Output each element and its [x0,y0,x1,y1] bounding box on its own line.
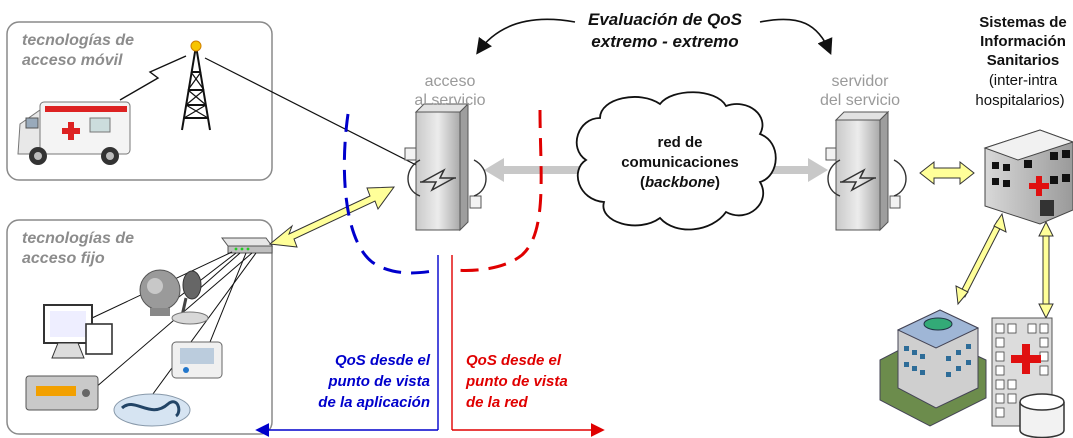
mobile-box-title-line2: acceso móvil [22,52,123,69]
qos-app-label-line1: QoS desde el [334,352,430,369]
microphone-icon [171,270,209,325]
server-his-yellow-arrow [919,160,975,186]
blood-pressure-monitor-icon [171,341,223,379]
cloud-label-line1: red de [657,134,703,151]
backbone-right-arrow [752,158,828,182]
server-switch-icon [825,110,907,232]
network-hub-icon [221,237,273,254]
radio-link [119,55,187,101]
database-icon [1019,393,1065,438]
cloud-label-line3: (backbone) [639,174,721,191]
his-label-line5: hospitalarios) [975,92,1065,109]
qos-app-label-line3: de la aplicación [318,394,430,411]
antenna-tower-icon [181,40,211,131]
hospital-complex-icon [879,309,987,427]
webcam-icon [139,269,181,316]
cloud-label-backbone: backbone [644,174,716,191]
access-label-line1: acceso [424,73,476,90]
hospital-building-icon [983,129,1073,225]
his-building-left-arrow [955,212,1007,306]
ambulance-icon [17,101,131,165]
server-label-line2: del servicio [819,92,901,109]
qos-net-label-line3: de la red [466,394,528,411]
his-label-line3: Sanitarios [986,52,1060,69]
mobile-box-title-line1: tecnologías de [22,32,135,49]
qos-network-boundary [453,109,543,272]
qos-net-label-line2: punto de vista [466,373,568,390]
computer-icon [43,304,113,359]
backbone-left-arrow [484,158,580,182]
access-switch-icon [404,102,487,232]
hub-access-yellow-arrow [268,186,396,248]
qos-left-curve-arrow [476,18,576,55]
his-label-line4: (inter-intra [988,72,1058,89]
his-label-line1: Sistemas de [979,14,1067,31]
stethoscope-icon [113,393,191,427]
qos-net-label-line1: QoS desde el [466,352,562,369]
backbone-cloud [575,91,777,231]
qos-header-line1: Evaluación de QoS [588,10,742,29]
his-label-line2: Información [980,33,1066,50]
qos-application-boundary [342,113,439,275]
medical-recorder-icon [25,375,99,411]
qos-header-line2: extremo - extremo [591,32,739,51]
fixed-box-title-line2: acceso fijo [22,250,105,267]
cloud-label-line2: comunicaciones [621,154,739,171]
access-label-line2: al servicio [414,92,486,109]
mobile-to-access-line [204,57,423,169]
qos-right-curve-arrow [759,18,833,55]
qos-app-label-line2: punto de vista [328,373,430,390]
his-building-right-arrow [1038,220,1054,320]
fixed-box-title-line1: tecnologías de [22,230,135,247]
server-label-line1: servidor [831,73,889,90]
